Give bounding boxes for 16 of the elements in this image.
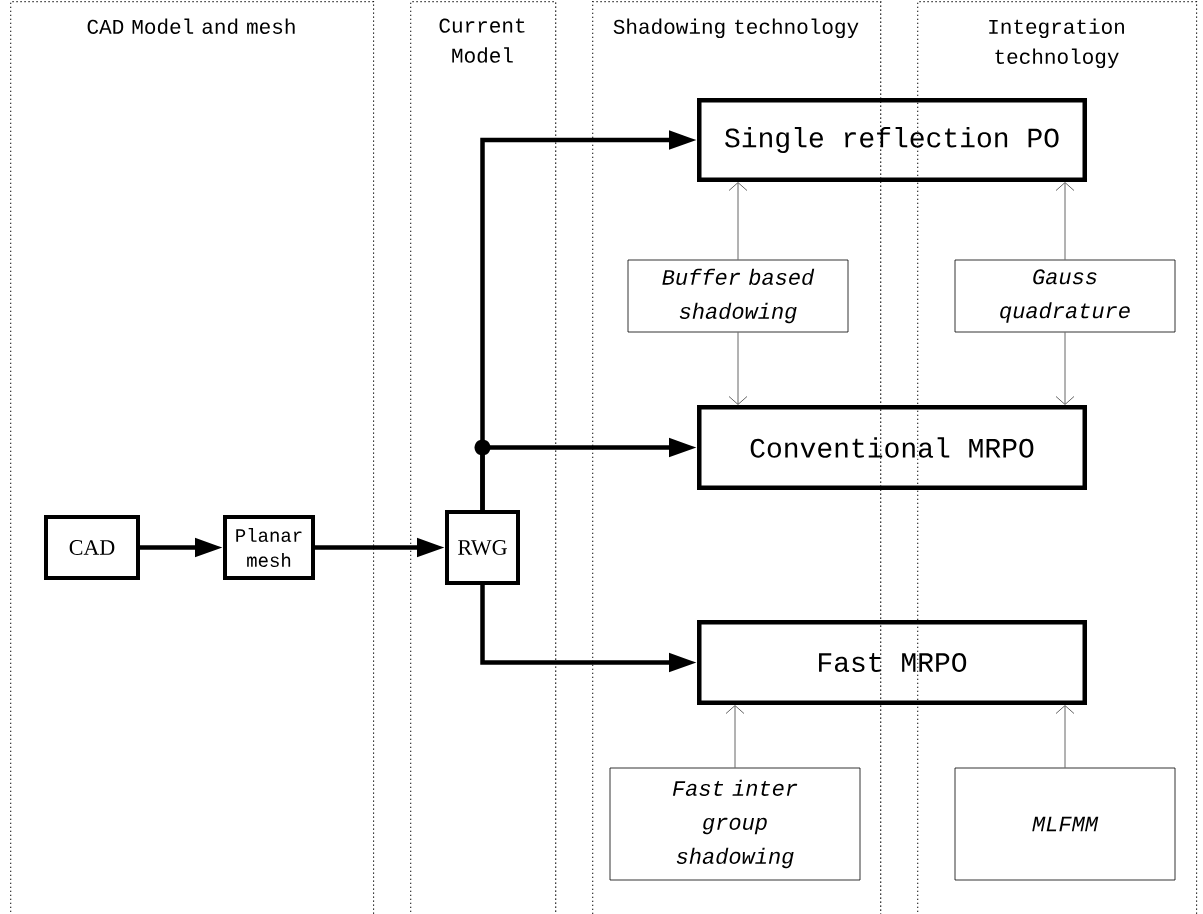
arrow [1055,705,1075,768]
technique-box: MLFMM [954,767,1176,881]
arrow [1055,332,1075,405]
process-box: RWG [445,510,520,585]
arrow [728,182,748,260]
process-box: Planar mesh [223,515,315,580]
method-box: Single reflection PO [697,98,1087,182]
method-box: Fast MRPO [697,620,1087,705]
process-box: CAD [44,515,140,580]
arrow [725,705,745,768]
technique-box: Gauss quadrature [954,259,1176,333]
technique-box: Fast inter group shadowing [609,767,861,881]
method-box: Conventional MRPO [697,405,1087,490]
technique-box: Buffer based shadowing [627,259,849,333]
arrow [1055,182,1075,260]
arrow [728,332,748,405]
